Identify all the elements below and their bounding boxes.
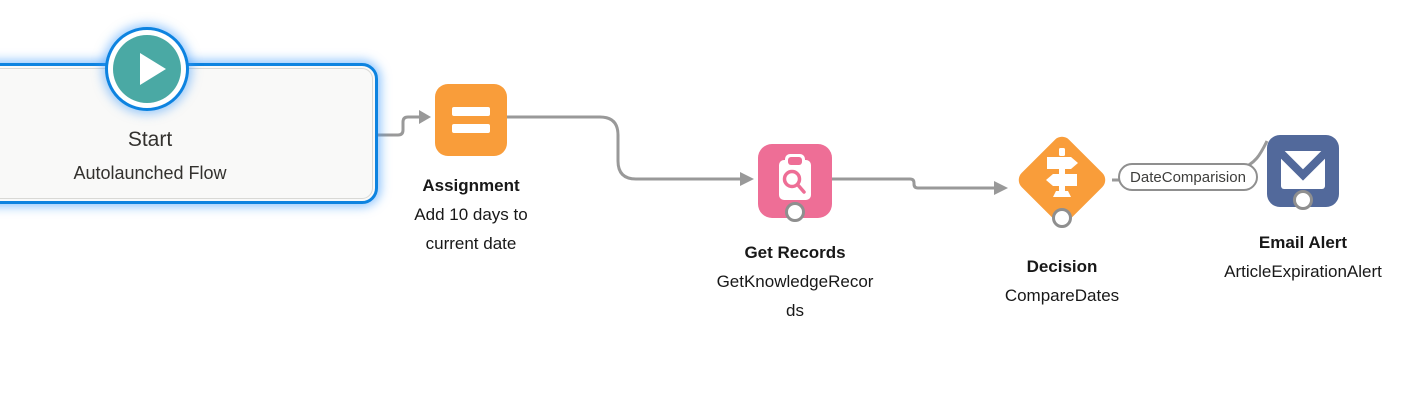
node-subtitle: Add 10 days to current date: [414, 205, 528, 253]
node-subtitle: ArticleExpirationAlert: [1224, 262, 1382, 281]
start-button[interactable]: [105, 27, 189, 111]
node-subtitle: CompareDates: [1004, 286, 1120, 305]
node-assignment[interactable]: Assignment Add 10 days to current date: [396, 84, 546, 258]
equals-icon[interactable]: [435, 84, 507, 156]
fault-port[interactable]: [1293, 190, 1313, 210]
node-get-records[interactable]: Get Records GetKnowledgeRecords: [705, 144, 885, 325]
clipboard-search-icon[interactable]: [758, 144, 832, 218]
node-email-alert[interactable]: Email Alert ArticleExpirationAlert: [1198, 135, 1405, 286]
fault-port[interactable]: [1052, 208, 1072, 228]
node-decision[interactable]: Decision CompareDates: [977, 133, 1147, 310]
node-subtitle: GetKnowledgeRecords: [716, 272, 874, 320]
fault-port[interactable]: [785, 202, 805, 222]
node-title: Email Alert: [1258, 233, 1348, 252]
play-icon: [113, 35, 181, 103]
connector-outcome-label[interactable]: DateComparision: [1118, 163, 1258, 191]
start-title: Start: [127, 128, 173, 151]
start-subtitle: Autolaunched Flow: [73, 163, 227, 183]
start-node[interactable]: Start Autolaunched Flow: [0, 63, 378, 204]
node-title: Decision: [1026, 257, 1098, 276]
node-title: Assignment: [422, 176, 520, 195]
node-title: Get Records: [744, 243, 846, 262]
envelope-icon[interactable]: [1267, 135, 1339, 207]
signpost-icon[interactable]: [1015, 133, 1109, 227]
